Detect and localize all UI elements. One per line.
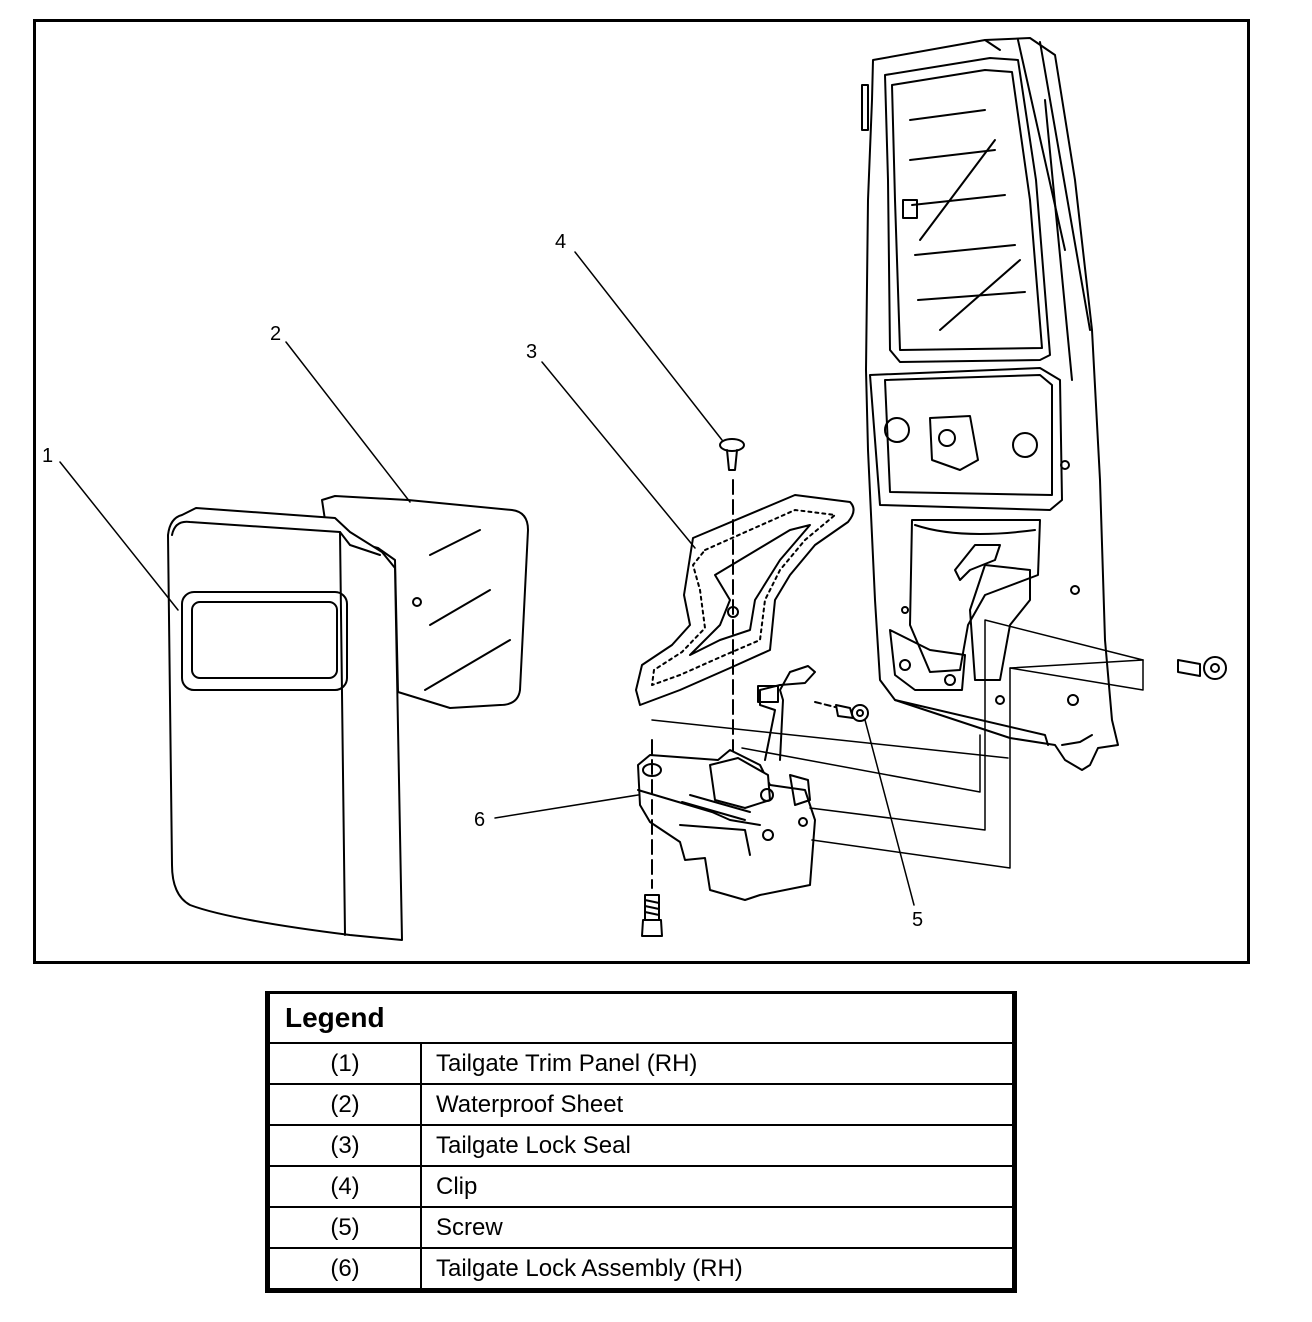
assembly-reference-lines: [651, 619, 1144, 869]
clip: [719, 438, 745, 761]
legend-label: Tailgate Trim Panel (RH): [420, 1042, 1014, 1085]
tailgate-trim-panel: [167, 507, 403, 941]
legend-row: (3) Tailgate Lock Seal: [268, 1124, 1014, 1167]
legend-number: (2): [268, 1083, 422, 1126]
legend-table: Legend (1) Tailgate Trim Panel (RH) (2) …: [265, 991, 1017, 1293]
callout-6: 6: [474, 809, 485, 831]
legend-label: Waterproof Sheet: [420, 1083, 1014, 1126]
legend-row: (6) Tailgate Lock Assembly (RH): [268, 1247, 1014, 1290]
callout-2: 2: [270, 323, 281, 345]
leader-lines: [59, 251, 915, 906]
legend-label: Screw: [420, 1206, 1014, 1249]
tailgate-door: [861, 37, 1119, 771]
legend-number: (3): [268, 1124, 422, 1167]
legend-number: (4): [268, 1165, 422, 1208]
legend-row: (4) Clip: [268, 1165, 1014, 1208]
legend-label: Clip: [420, 1165, 1014, 1208]
lower-bolt: [641, 739, 663, 937]
legend-number: (6): [268, 1247, 422, 1290]
screw: [814, 701, 869, 722]
legend-label: Tailgate Lock Assembly (RH): [420, 1247, 1014, 1290]
tailgate-lock-assembly: [637, 665, 816, 901]
callout-3: 3: [526, 341, 537, 363]
callout-5: 5: [912, 909, 923, 931]
legend-title: Legend: [268, 994, 1014, 1044]
exploded-view-diagram: 1 2 3 4 5 6: [42, 37, 1227, 941]
legend-label: Tailgate Lock Seal: [420, 1124, 1014, 1167]
side-bolt: [1177, 656, 1227, 680]
legend-row: (1) Tailgate Trim Panel (RH): [268, 1042, 1014, 1085]
tailgate-lock-seal: [635, 494, 855, 706]
callout-4: 4: [555, 231, 566, 253]
legend-row: (5) Screw: [268, 1206, 1014, 1249]
callout-1: 1: [42, 445, 53, 467]
legend-number: (5): [268, 1206, 422, 1249]
legend-number: (1): [268, 1042, 422, 1085]
legend-row: (2) Waterproof Sheet: [268, 1083, 1014, 1126]
